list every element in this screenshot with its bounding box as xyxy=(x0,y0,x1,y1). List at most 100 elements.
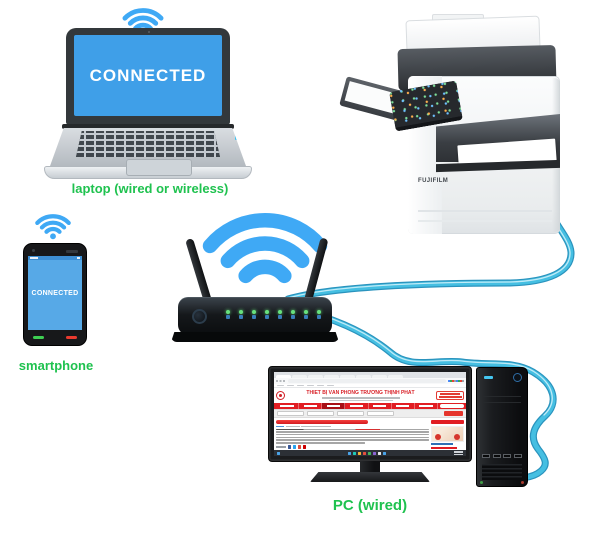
sidebar-photo xyxy=(431,425,464,442)
tower-vents xyxy=(482,464,522,480)
laptop-hinge xyxy=(62,124,234,129)
laptop-touchpad xyxy=(126,159,192,176)
smartphone: CONNECTED xyxy=(23,243,87,346)
laptop-screen-text: CONNECTED xyxy=(89,65,207,85)
site-nav-bar xyxy=(274,403,466,409)
smartphone-label: smartphone xyxy=(18,358,94,373)
filter-select xyxy=(277,411,304,416)
router-led xyxy=(237,310,245,319)
windows-taskbar xyxy=(274,450,466,456)
site-address-line xyxy=(321,397,400,399)
taskbar-icon xyxy=(373,451,376,455)
browser-url-field xyxy=(288,379,446,383)
text-line xyxy=(276,436,429,439)
tower-panel-line xyxy=(483,402,521,403)
taskbar-icons xyxy=(282,451,452,455)
text-line xyxy=(276,431,429,433)
led-dot xyxy=(291,310,295,314)
led-tick xyxy=(226,315,230,319)
sidebar-link-bar xyxy=(431,443,453,445)
text-line xyxy=(276,439,429,441)
browser-extension-icons xyxy=(448,379,464,383)
bookmark-item xyxy=(307,384,314,387)
led-dot xyxy=(239,310,243,314)
fujifilm-printer: FUJIFILM xyxy=(339,14,568,238)
phone-screen-text: CONNECTED xyxy=(31,289,79,297)
tower-foot-led-red xyxy=(521,481,524,484)
laptop-display: CONNECTED xyxy=(74,35,222,116)
router-led xyxy=(289,310,297,319)
bookmark-item xyxy=(327,384,334,387)
taskbar-icon xyxy=(363,451,366,455)
cable-router-to-pc xyxy=(296,306,557,482)
router-led xyxy=(276,310,284,319)
router-led xyxy=(263,310,271,319)
nav-item xyxy=(392,403,415,409)
site-title: THIẾT BỊ VĂN PHÒNG TRƯỜNG THỊNH PHÁT xyxy=(306,390,415,396)
text-line xyxy=(276,428,429,431)
phone-camera-dot xyxy=(32,249,35,252)
router-led xyxy=(250,310,258,319)
site-body: ▼▼▼ xyxy=(274,418,466,450)
nav-item xyxy=(369,403,392,409)
laptop-webcam-dot xyxy=(148,31,150,33)
led-dot xyxy=(265,310,269,314)
led-dot xyxy=(226,310,230,314)
browser-tab xyxy=(388,374,403,378)
led-dot xyxy=(304,310,308,314)
browser-tab xyxy=(356,374,371,378)
printer-drawer-line xyxy=(418,220,552,222)
text-line xyxy=(276,441,365,444)
browser-nav-icons xyxy=(276,380,286,382)
site-filter-bar xyxy=(274,409,466,418)
router-power-button xyxy=(192,309,207,324)
led-dot xyxy=(278,310,282,314)
browser-address-bar xyxy=(274,378,466,384)
taskbar-clock xyxy=(454,451,463,455)
site-hotline-box xyxy=(436,391,464,400)
tower-optical-drive-led xyxy=(484,376,493,379)
laptop-screen-bezel: CONNECTED xyxy=(66,28,230,125)
site-header-center: THIẾT BỊ VĂN PHÒNG TRƯỜNG THỊNH PHÁT xyxy=(287,390,434,401)
led-tick xyxy=(239,315,243,319)
router-led xyxy=(224,310,232,319)
site-logo xyxy=(276,391,285,400)
sidebar-header-bar xyxy=(431,419,464,424)
pc-label: PC (wired) xyxy=(332,497,408,514)
nav-item xyxy=(415,403,438,409)
phone-status-bar xyxy=(28,256,82,260)
phone-speaker xyxy=(66,250,78,253)
monitor-stand-neck xyxy=(360,461,380,473)
monitor-screen: THIẾT BỊ VĂN PHÒNG TRƯỜNG THỊNH PHÁT xyxy=(274,372,466,456)
led-tick xyxy=(291,315,295,319)
social-share-icons xyxy=(276,445,429,449)
taskbar-icon xyxy=(353,451,356,455)
phone-display: CONNECTED xyxy=(28,256,82,330)
filter-search-button xyxy=(444,411,463,416)
led-tick xyxy=(252,315,256,319)
printer-brand-logo: FUJIFILM xyxy=(418,178,449,184)
twitter-icon xyxy=(292,445,296,449)
router-led xyxy=(302,310,310,319)
led-tick xyxy=(304,315,308,319)
article-heading-bar xyxy=(276,419,368,424)
pc-monitor: THIẾT BỊ VĂN PHÒNG TRƯỜNG THỊNH PHÁT xyxy=(268,366,472,462)
browser-tab xyxy=(276,374,291,378)
sidebar-phone-bar xyxy=(431,446,457,449)
browser-tab xyxy=(340,374,355,378)
led-tick xyxy=(278,315,282,319)
start-button-icon xyxy=(277,451,280,455)
wifi-icon xyxy=(35,214,71,240)
googleplus-icon xyxy=(297,445,301,449)
led-dot xyxy=(317,310,321,314)
router-led xyxy=(315,310,323,319)
taskbar-icon xyxy=(383,451,386,455)
tower-usb-ports xyxy=(482,454,522,458)
nav-search-box xyxy=(439,404,464,408)
browser-tab-strip xyxy=(274,372,466,378)
site-header: THIẾT BỊ VĂN PHÒNG TRƯỜNG THỊNH PHÁT xyxy=(274,388,466,403)
laptop-keyboard xyxy=(76,131,220,157)
monitor-stand-base xyxy=(310,472,430,482)
wifi-icon xyxy=(202,212,328,284)
